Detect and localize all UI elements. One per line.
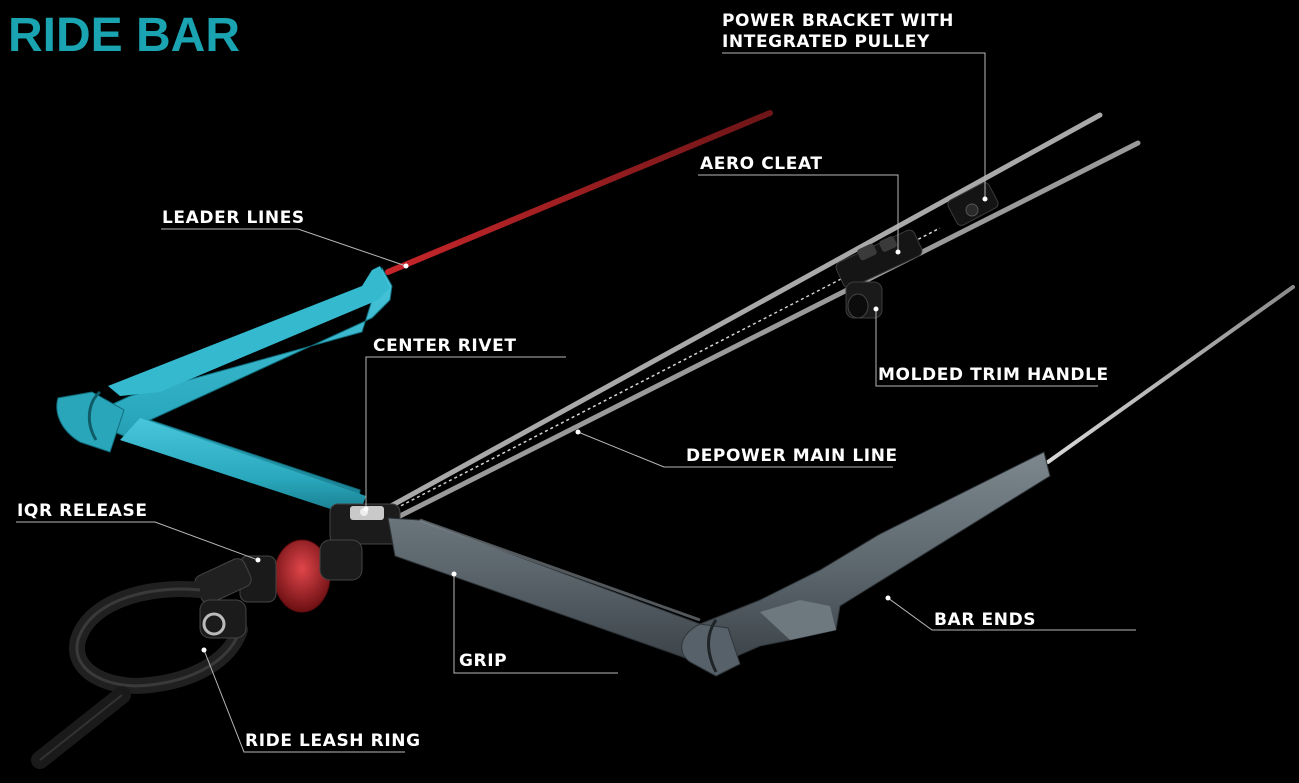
callout-leader-lines (161, 228, 407, 267)
center-hub (329, 503, 401, 545)
label-bar-ends: BAR ENDS (934, 610, 1037, 630)
label-leader-lines: LEADER LINES (162, 208, 305, 228)
label-power-bracket-line2: INTEGRATED PULLEY (722, 32, 930, 52)
depower-main-line-lower (389, 140, 1141, 523)
iqr-release (194, 539, 363, 613)
callout-depower-main-line (577, 431, 893, 468)
callout-bar-ends (887, 597, 1136, 631)
callout-center-rivet (365, 356, 566, 508)
bar-end-line-right (1046, 285, 1295, 464)
callout-lines (16, 52, 1136, 753)
callout-iqr-release (16, 521, 259, 561)
label-center-rivet: CENTER RIVET (373, 336, 517, 356)
label-depower-main-line: DEPOWER MAIN LINE (686, 446, 898, 466)
aero-cleat (835, 229, 923, 289)
label-grip: GRIP (459, 651, 508, 671)
label-aero-cleat: AERO CLEAT (700, 154, 823, 174)
callout-dots (201, 196, 988, 653)
depower-main-line-upper (377, 112, 1103, 515)
label-iqr-release: IQR RELEASE (17, 501, 148, 521)
callout-grip (453, 574, 618, 674)
label-power-bracket-line1: POWER BRACKET WITH (722, 11, 954, 31)
page-title: RIDE BAR (8, 9, 241, 62)
ride-leash-ring (31, 581, 248, 769)
callout-molded-trim-handle (875, 310, 1098, 387)
bar-right-grey (387, 451, 1051, 677)
callout-aero-cleat (698, 174, 899, 252)
label-power-bracket: POWER BRACKET WITH INTEGRATED PULLEY (722, 11, 954, 53)
depower-line-highlight (384, 227, 941, 515)
label-ride-leash-ring: RIDE LEASH RING (245, 731, 421, 751)
bar-left-teal (56, 266, 393, 518)
leader-line-red (385, 110, 773, 275)
molded-trim-handle (845, 281, 883, 319)
callout-power-bracket (722, 52, 986, 198)
power-bracket (947, 182, 999, 226)
callout-ride-leash-ring (203, 649, 405, 753)
label-molded-trim-handle: MOLDED TRIM HANDLE (878, 365, 1109, 385)
